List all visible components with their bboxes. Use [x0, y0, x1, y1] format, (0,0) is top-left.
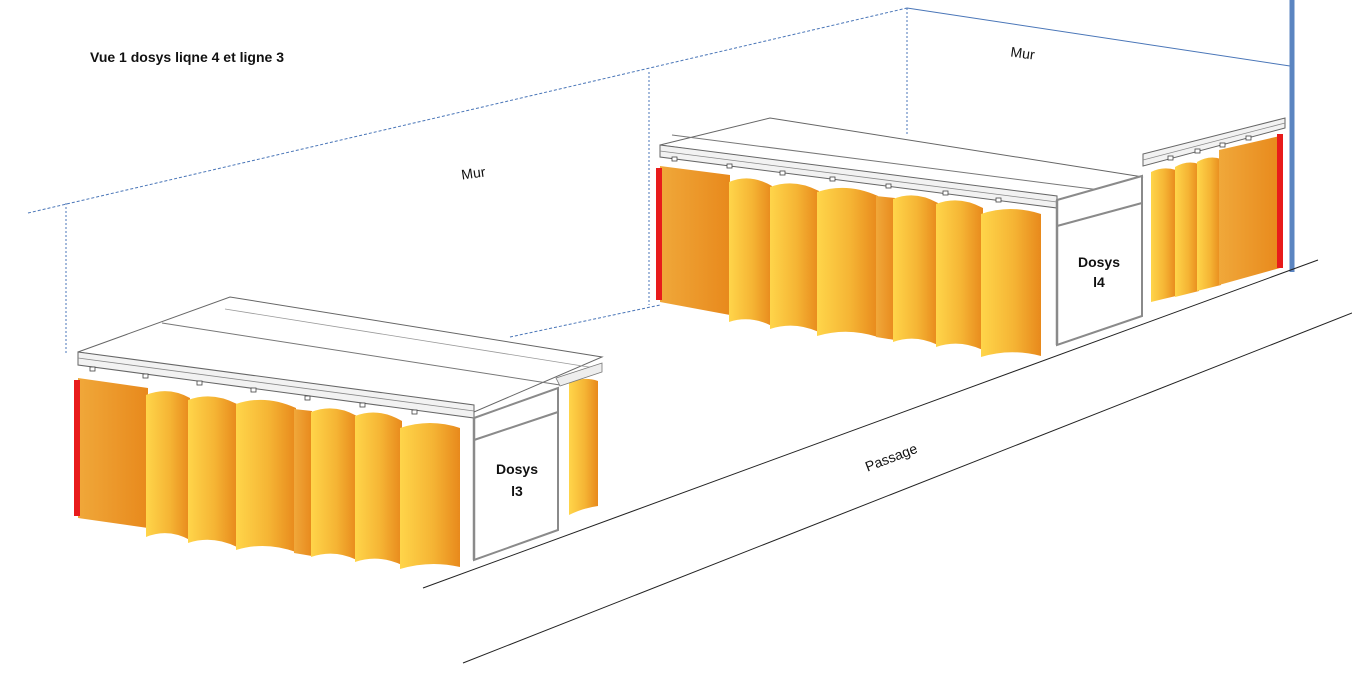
unit-l3-flat-panel: [78, 378, 148, 528]
unit-l4-seal: [656, 168, 662, 300]
unit-l4-label-line1: Dosys: [1078, 254, 1120, 270]
unit-l4: Dosys l4: [656, 117, 1144, 357]
unit-l4-curtain-folds: [729, 178, 1041, 357]
unit-l3-curtain-folds: [146, 391, 460, 569]
unit-l4-flat-panel: [660, 166, 730, 315]
wall-label-left: Mur: [460, 163, 486, 182]
unit-l3-label-line2: l3: [511, 483, 523, 499]
unit-corner-seal: [1277, 134, 1283, 268]
unit-corner-rail: [1142, 117, 1286, 167]
unit-l3-seal: [74, 380, 80, 516]
passage-label: Passage: [863, 440, 920, 475]
unit-l3-label-line1: Dosys: [496, 461, 538, 477]
unit-l3-end-fold: [569, 378, 598, 515]
wall-outline: [27, 7, 1291, 355]
wall-label-right: Mur: [1010, 43, 1036, 62]
unit-corner-curtain-folds: [1151, 157, 1221, 302]
passage-lines: [422, 259, 1352, 664]
unit-corner: [1142, 117, 1286, 302]
unit-l4-label-line2: l4: [1093, 274, 1105, 290]
diagram-title: Vue 1 dosys liqne 4 et ligne 3: [90, 49, 284, 65]
unit-l3: Dosys l3: [74, 296, 604, 569]
unit-corner-flat-panel: [1219, 136, 1280, 285]
